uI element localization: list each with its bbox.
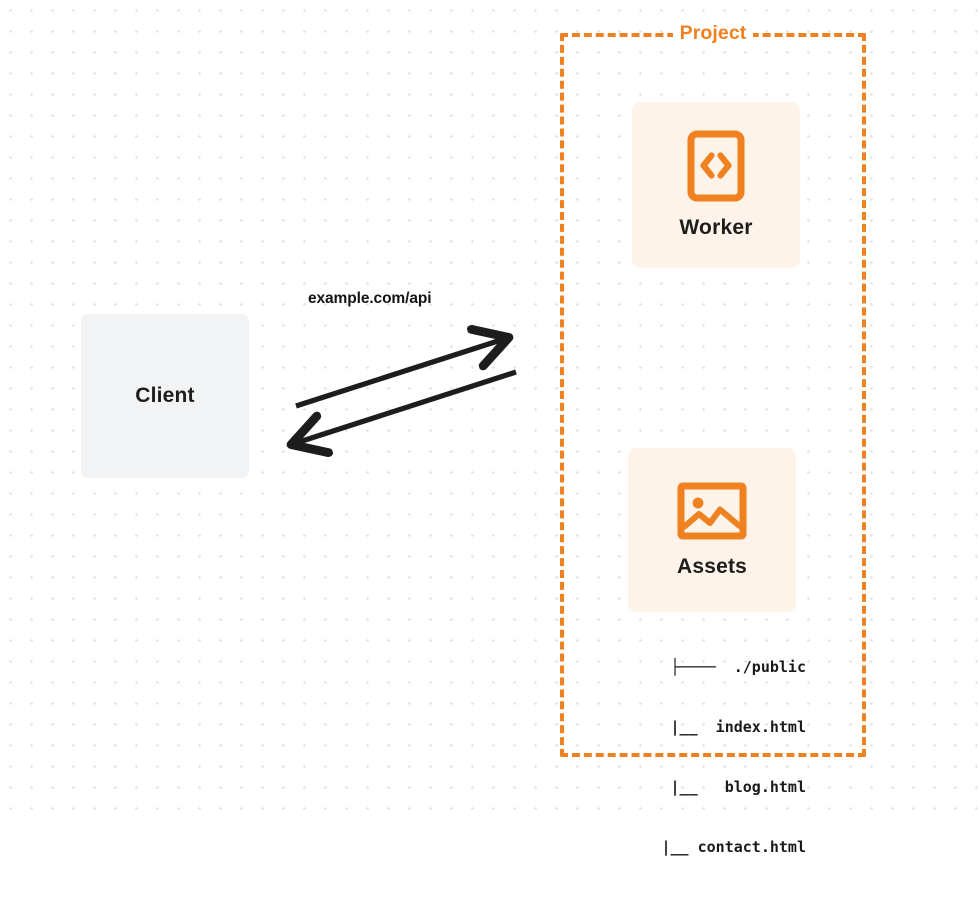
response-arrow	[299, 369, 517, 442]
connection-label: example.com/api	[308, 290, 432, 307]
client-node[interactable]: Client	[81, 314, 249, 478]
file-tree-row: |__ contact.html	[607, 838, 806, 856]
assets-label: Assets	[676, 555, 748, 578]
file-tree-row: ├──── ./public	[670, 658, 806, 676]
file-tree-row: |__ index.html	[616, 718, 806, 736]
project-title: Project	[672, 22, 754, 44]
worker-node[interactable]: Worker	[632, 102, 800, 268]
request-arrow	[295, 340, 501, 409]
project-title-wrapper: Project	[560, 22, 866, 45]
assets-node[interactable]: Assets	[628, 448, 796, 612]
assets-file-tree: ├──── ./public |__ index.html |__ blog.h…	[560, 617, 806, 897]
diagram-canvas: Client example.com/api Project Worker	[0, 0, 980, 856]
file-tree-row: |__ blog.html	[616, 778, 806, 796]
image-picture-icon	[677, 482, 747, 540]
worker-label: Worker	[679, 216, 753, 239]
client-label: Client	[135, 384, 195, 407]
code-brackets-icon	[687, 130, 745, 202]
